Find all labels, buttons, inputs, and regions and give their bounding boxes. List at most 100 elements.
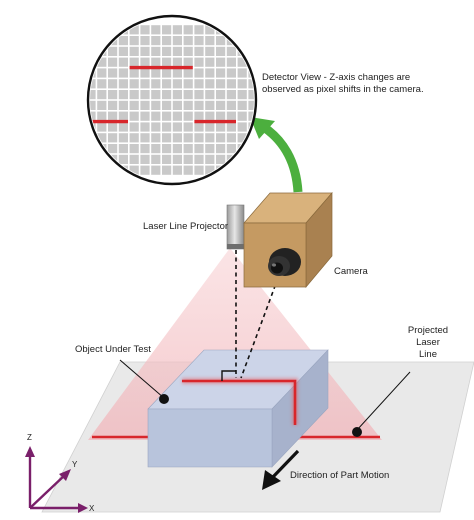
- detector-pixel: [226, 111, 236, 121]
- detector-pixel: [183, 165, 193, 175]
- detector-pixel: [90, 46, 96, 56]
- detector-pixel: [162, 111, 172, 121]
- detector-pixel: [194, 154, 204, 164]
- detector-pixel: [97, 79, 107, 89]
- detector-pixel: [194, 100, 204, 110]
- laser-line-projector-label: Laser Line Projector: [143, 221, 229, 232]
- detector-pixel: [108, 25, 118, 35]
- detector-pixel: [194, 25, 204, 35]
- detector-pixel: [248, 144, 254, 154]
- projected-laser-line-3: Line: [419, 349, 437, 360]
- detector-pixel: [97, 90, 107, 100]
- detector-pixel: [140, 154, 150, 164]
- detector-pixel: [129, 68, 139, 78]
- detector-pixel: [183, 46, 193, 56]
- detector-pixel: [216, 122, 226, 132]
- detector-pixel: [205, 57, 215, 67]
- detector-pixel: [90, 100, 96, 110]
- detector-pixel: [97, 25, 107, 35]
- detector-pixel: [151, 68, 161, 78]
- detector-pixel: [194, 133, 204, 143]
- detector-pixel: [162, 36, 172, 46]
- detector-pixel: [226, 133, 236, 143]
- detector-pixel: [205, 111, 215, 121]
- detector-pixel: [118, 90, 128, 100]
- detector-pixel: [90, 111, 96, 121]
- detector-pixel: [108, 133, 118, 143]
- detector-pixel: [151, 111, 161, 121]
- detector-pixel: [129, 133, 139, 143]
- detector-pixel: [90, 144, 96, 154]
- detector-pixel: [162, 90, 172, 100]
- detector-pixel: [172, 144, 182, 154]
- detector-pixel: [129, 46, 139, 56]
- detector-pixel: [183, 90, 193, 100]
- detector-pixel: [248, 111, 254, 121]
- detector-pixel: [97, 57, 107, 67]
- projected-laser-line-1: Projected: [407, 325, 449, 336]
- detector-pixel: [226, 68, 236, 78]
- detector-pixel: [97, 111, 107, 121]
- detector-pixel: [97, 36, 107, 46]
- detector-pixel: [205, 25, 215, 35]
- detector-pixel: [194, 79, 204, 89]
- detector-pixel: [108, 165, 118, 175]
- detector-pixel: [151, 165, 161, 175]
- detector-pixel: [172, 79, 182, 89]
- detector-pixel: [172, 25, 182, 35]
- detector-pixel: [216, 68, 226, 78]
- detector-pixel: [162, 57, 172, 67]
- green-arrow: [250, 117, 303, 193]
- detector-pixel: [237, 68, 247, 78]
- detector-pixel: [183, 144, 193, 154]
- detector-pixel: [140, 68, 150, 78]
- detector-pixel: [151, 46, 161, 56]
- detector-pixel: [237, 57, 247, 67]
- detector-pixel: [248, 165, 254, 175]
- camera-label: Camera: [334, 266, 368, 277]
- detector-pixel: [162, 165, 172, 175]
- detector-pixel: [118, 154, 128, 164]
- detector-pixel: [162, 46, 172, 56]
- detector-pixel: [172, 111, 182, 121]
- detector-pixel: [140, 144, 150, 154]
- detector-pixel: [108, 144, 118, 154]
- detector-pixel: [248, 25, 254, 35]
- detector-pixel: [183, 122, 193, 132]
- detector-pixel: [151, 100, 161, 110]
- detector-pixel: [97, 122, 107, 132]
- detector-pixel: [118, 68, 128, 78]
- detector-pixel: [216, 133, 226, 143]
- detector-pixel: [216, 46, 226, 56]
- detector-pixel: [129, 165, 139, 175]
- object-under-test: [147, 349, 329, 468]
- detector-pixel: [118, 46, 128, 56]
- detector-pixel: [248, 90, 254, 100]
- detector-pixel: [140, 111, 150, 121]
- detector-pixel: [162, 154, 172, 164]
- detector-pixel: [216, 154, 226, 164]
- detector-pixel: [129, 122, 139, 132]
- detector-view-line-1: Detector View - Z-axis changes are: [262, 72, 411, 83]
- detector-pixel: [118, 100, 128, 110]
- detector-pixel: [183, 25, 193, 35]
- detector-pixel: [129, 154, 139, 164]
- detector-pixel: [237, 122, 247, 132]
- detector-pixel: [118, 144, 128, 154]
- detector-pixel: [129, 57, 139, 67]
- detector-pixel: [162, 79, 172, 89]
- detector-pixel: [248, 154, 254, 164]
- detector-pixel: [172, 154, 182, 164]
- detector-pixel: [129, 90, 139, 100]
- laser-line-projector: [226, 204, 245, 250]
- detector-pixel: [183, 36, 193, 46]
- object-callout-dot: [159, 394, 169, 404]
- detector-pixel: [183, 154, 193, 164]
- detector-pixel: [108, 46, 118, 56]
- detector-pixel: [140, 79, 150, 89]
- detector-pixel: [140, 46, 150, 56]
- detector-pixel: [205, 154, 215, 164]
- detector-pixel: [90, 154, 96, 164]
- detector-pixel: [216, 36, 226, 46]
- callout-leaders: [119, 359, 411, 437]
